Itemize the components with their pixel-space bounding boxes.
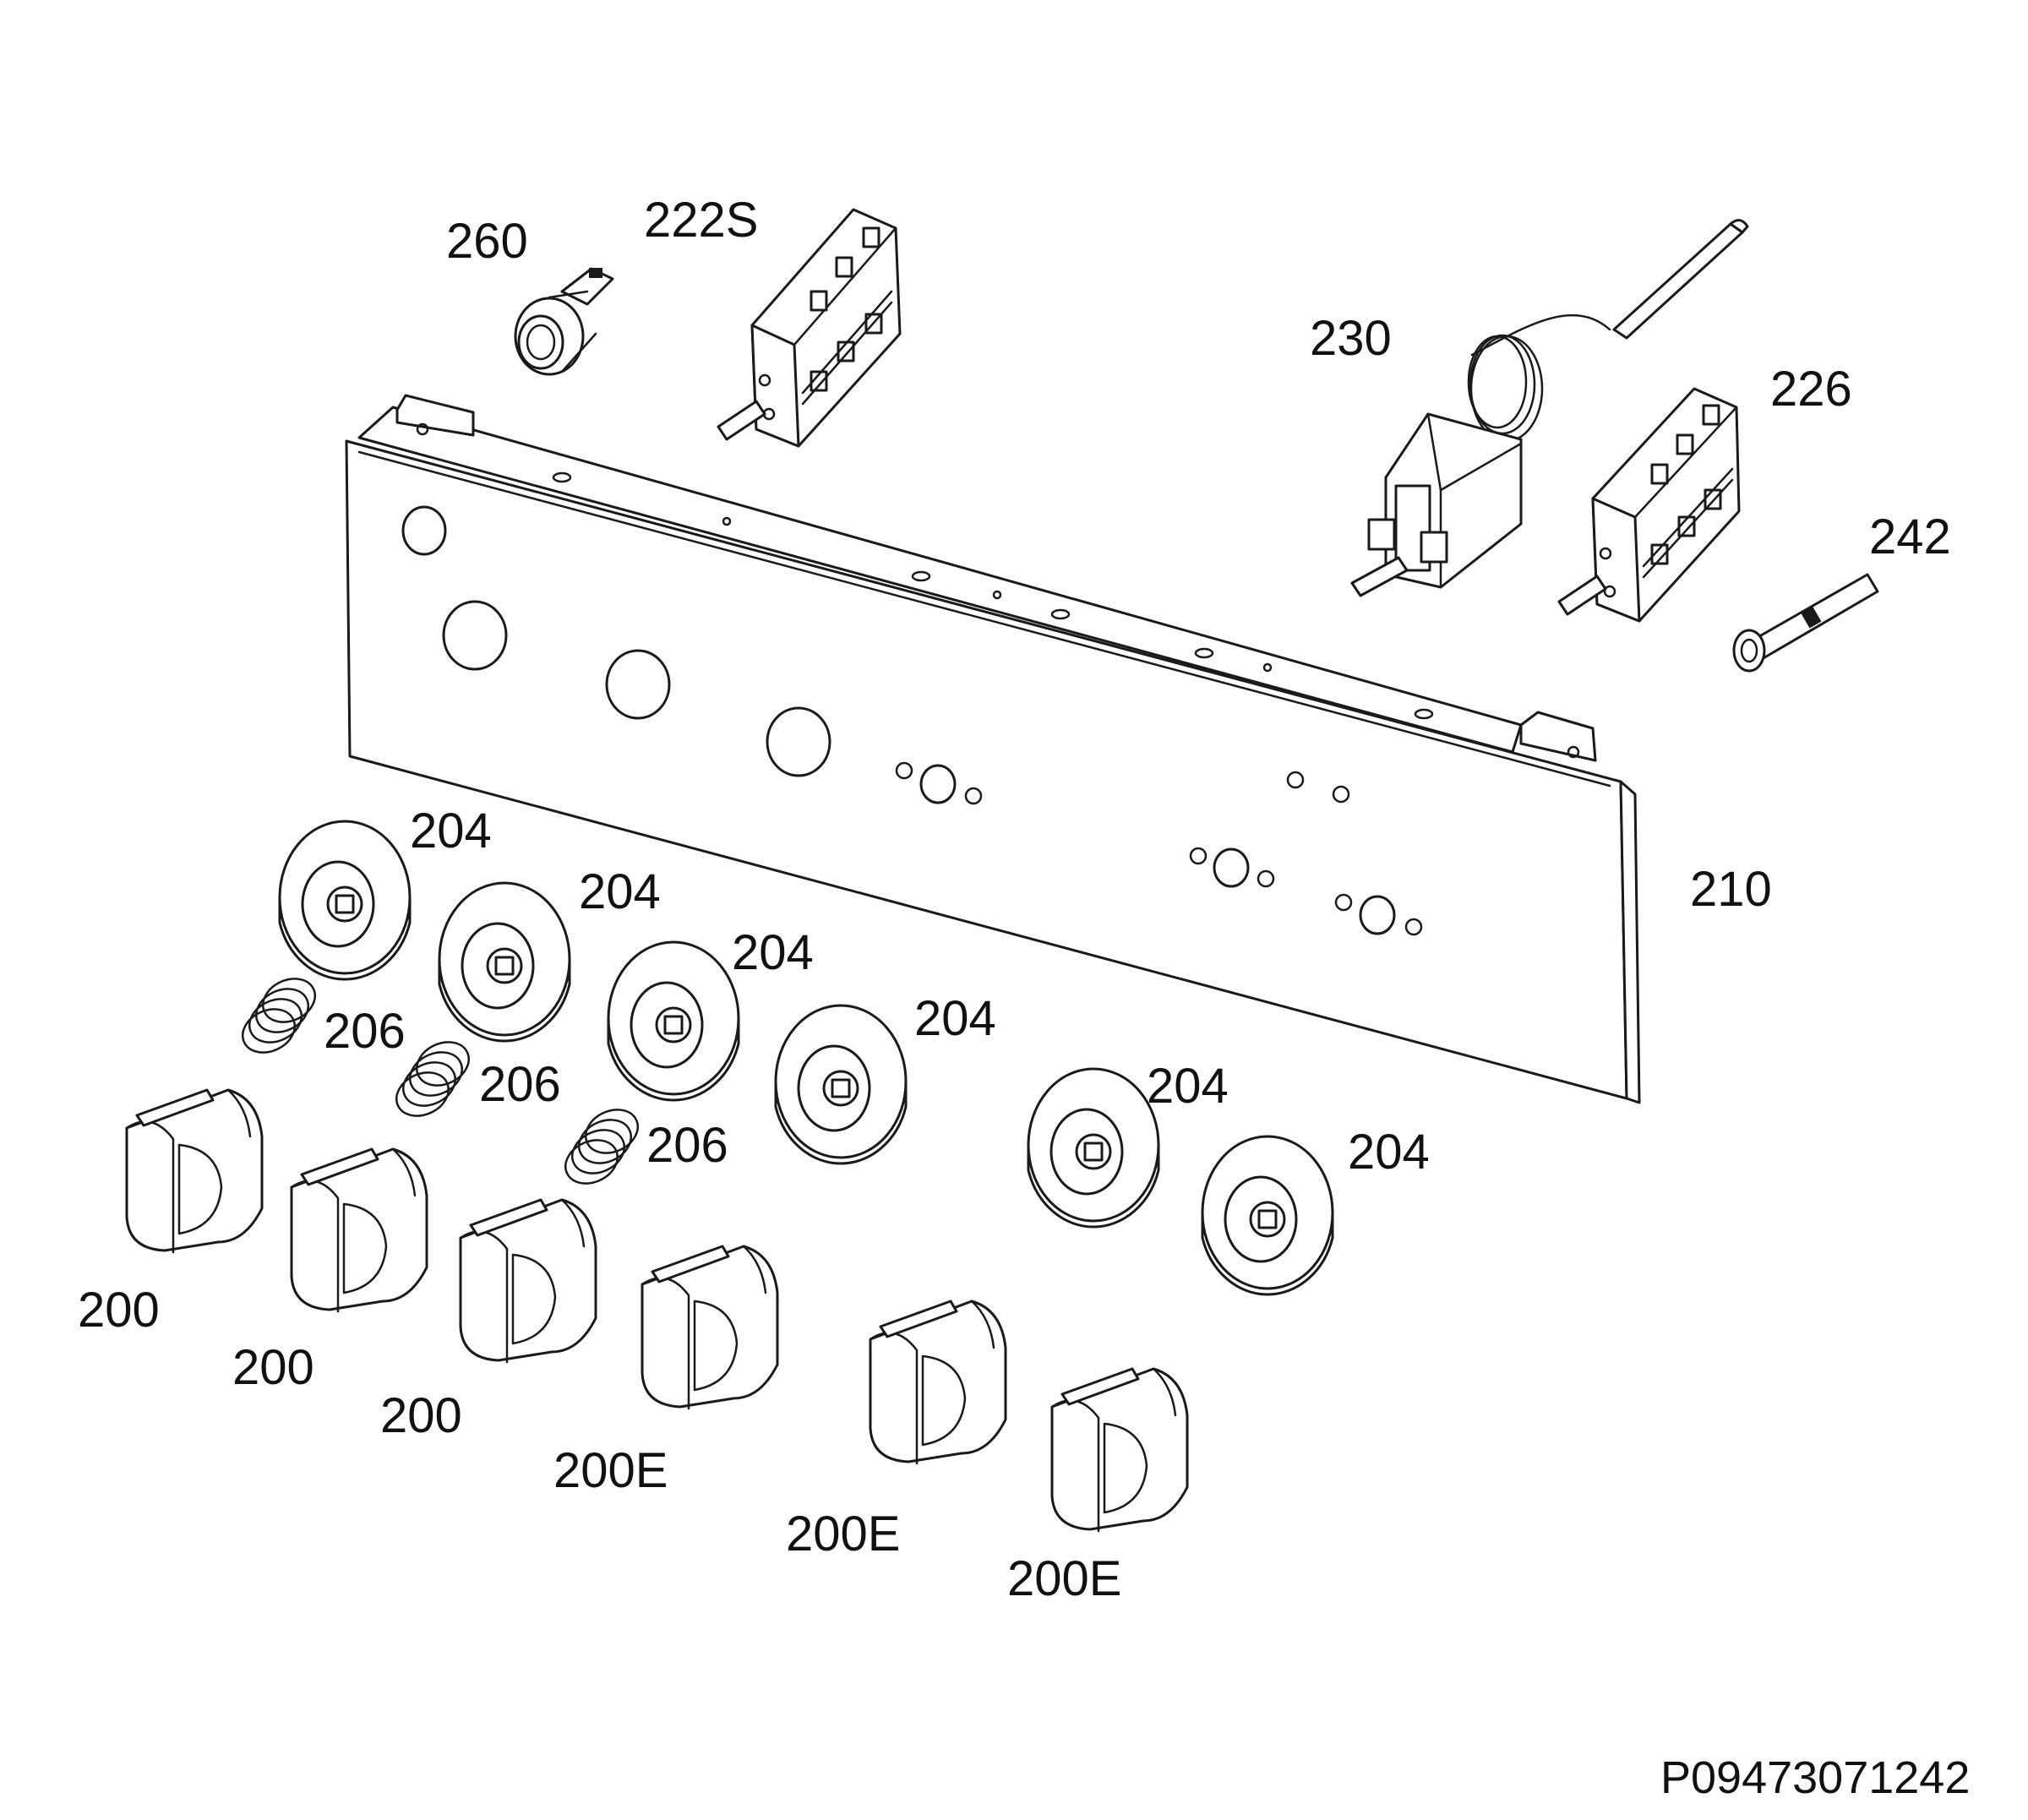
reference-code: P09473071242 xyxy=(1660,1752,1970,1803)
knob-200e-2 xyxy=(869,1300,1007,1465)
label-200-2: 200 xyxy=(232,1340,314,1395)
knob-200-1 xyxy=(125,1088,264,1254)
label-206-2: 206 xyxy=(479,1057,561,1112)
label-200-3: 200 xyxy=(380,1388,462,1443)
label-204-3: 204 xyxy=(732,925,814,980)
label-210: 210 xyxy=(1690,862,1772,917)
bezel-204-2 xyxy=(438,881,571,1043)
label-206-3: 206 xyxy=(646,1118,728,1173)
label-200e-1: 200E xyxy=(553,1443,668,1498)
label-204-1: 204 xyxy=(410,804,492,858)
bezel-204-6 xyxy=(1201,1135,1334,1296)
thermostat-230 xyxy=(1350,219,1749,597)
knob-200e-3 xyxy=(1050,1367,1189,1533)
label-204-5: 204 xyxy=(1147,1059,1229,1114)
switch-226 xyxy=(1557,387,1741,623)
label-230: 230 xyxy=(1310,311,1392,366)
label-200-1: 200 xyxy=(78,1283,160,1338)
control-panel-210 xyxy=(345,394,1641,1104)
label-222s: 222S xyxy=(644,193,758,248)
label-204-4: 204 xyxy=(914,991,996,1046)
label-204-2: 204 xyxy=(579,864,661,919)
label-200e-3: 200E xyxy=(1007,1551,1121,1606)
bezel-204-5 xyxy=(1027,1067,1160,1229)
label-206-1: 206 xyxy=(324,1004,406,1059)
label-226: 226 xyxy=(1770,362,1852,417)
bezel-204-3 xyxy=(607,940,740,1102)
part-labels: 260 222S 230 226 242 210 204 204 204 204… xyxy=(78,193,1970,1803)
bezel-204-4 xyxy=(774,1004,908,1165)
igniter-242 xyxy=(1732,573,1879,673)
knob-200-3 xyxy=(459,1198,597,1364)
label-200e-2: 200E xyxy=(786,1507,900,1561)
label-260: 260 xyxy=(446,214,528,269)
label-242: 242 xyxy=(1869,509,1951,564)
spring-206-1 xyxy=(242,978,316,1054)
lamp-260 xyxy=(514,267,614,376)
label-204-6: 204 xyxy=(1348,1125,1430,1180)
spring-206-3 xyxy=(564,1109,639,1185)
knob-200e-1 xyxy=(641,1245,779,1410)
switch-222s xyxy=(717,208,902,448)
knob-200-2 xyxy=(290,1147,428,1313)
bezel-204-1 xyxy=(278,820,412,981)
spring-206-2 xyxy=(395,1041,470,1117)
